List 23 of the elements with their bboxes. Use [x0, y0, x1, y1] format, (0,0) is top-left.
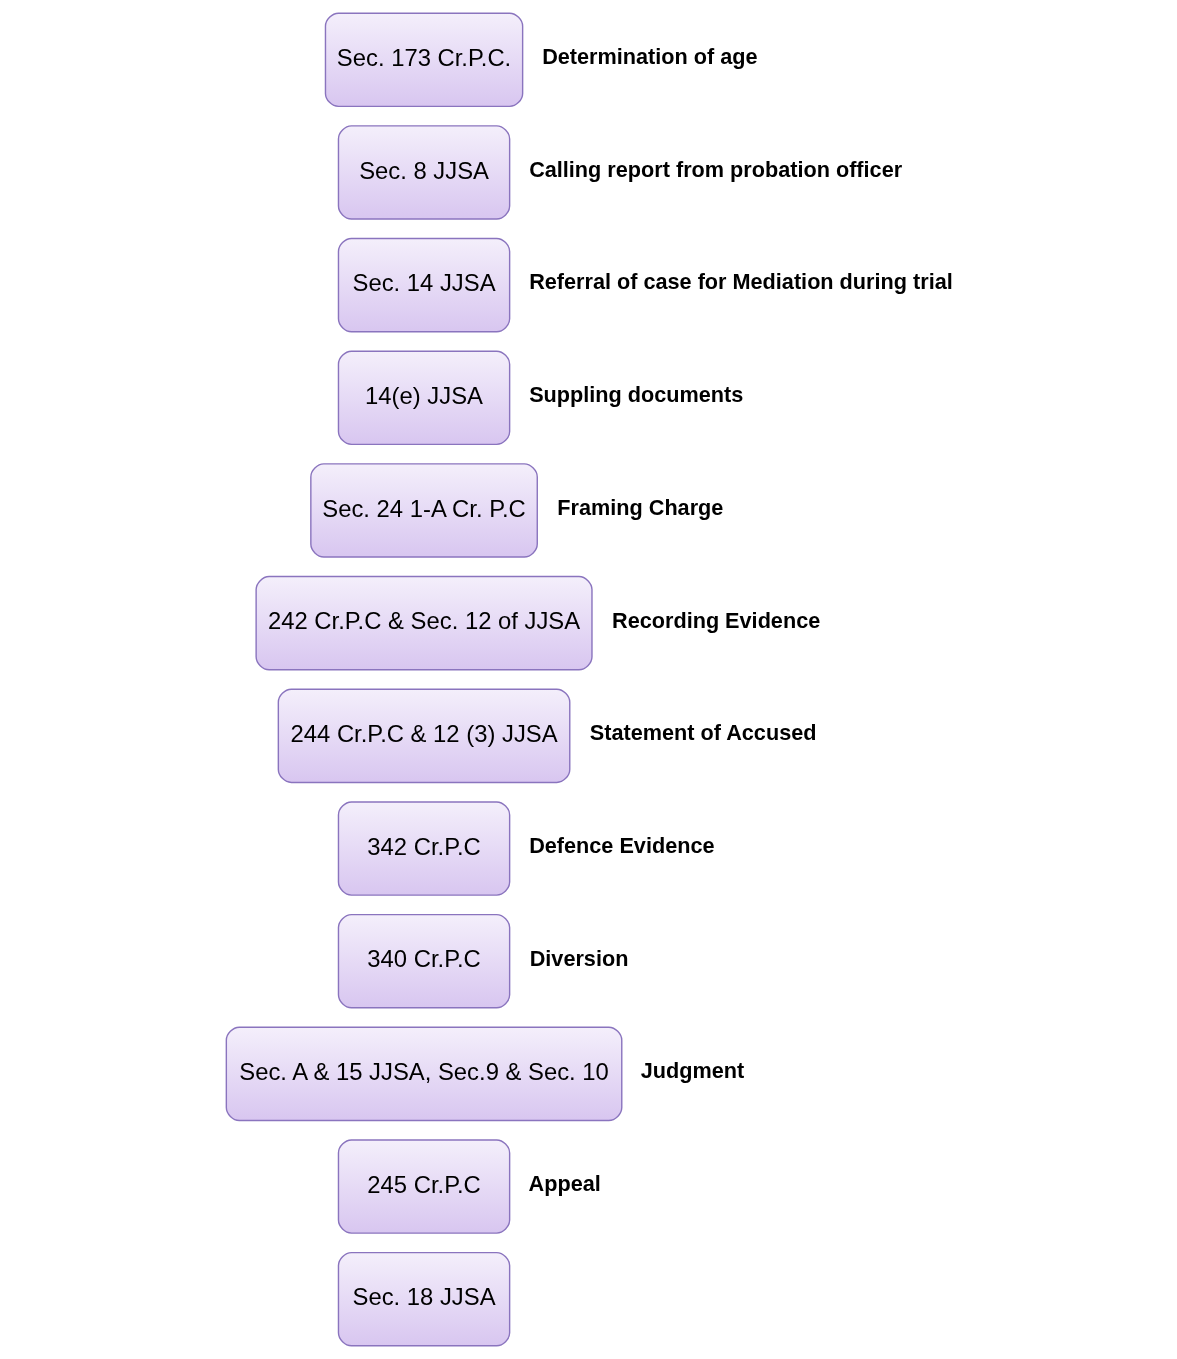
node-box: Sec. 24 1-A Cr. P.C	[309, 463, 538, 558]
node-label: Diversion	[529, 945, 628, 971]
node-label: Framing Charge	[556, 494, 723, 520]
node-box: Sec. 8 JJSA	[337, 125, 510, 220]
node-label: Determination of age	[541, 44, 758, 70]
node-box: 242 Cr.P.C & Sec. 12 of JJSA	[254, 575, 593, 671]
node-box: Sec. A & 15 JJSA, Sec.9 & Sec. 10	[225, 1026, 622, 1122]
node-label: Calling report from probation officer	[528, 156, 902, 182]
node-box: Sec. 14 JJSA	[337, 237, 510, 333]
node-label: Judgment	[640, 1058, 744, 1084]
node-box: Sec. 18 JJSA	[337, 1251, 510, 1347]
node-box: 245 Cr.P.C	[337, 1139, 510, 1234]
node-box: 342 Cr.P.C	[337, 801, 510, 896]
node-box: 340 Cr.P.C	[337, 913, 510, 1009]
node-label: Suppling documents	[528, 382, 743, 408]
node-label: Appeal	[528, 1170, 601, 1196]
node-label: Recording Evidence	[611, 607, 820, 633]
node-label: Referral of case for Mediation during trial	[528, 269, 953, 295]
node-box: 14(e) JJSA	[337, 350, 510, 446]
node-label: Statement of Accused	[589, 720, 816, 746]
node-box: 244 Cr.P.C & 12 (3) JJSA	[277, 688, 570, 784]
node-label: Defence Evidence	[528, 832, 715, 858]
node-box: Sec. 173 Cr.P.C.	[324, 12, 523, 108]
